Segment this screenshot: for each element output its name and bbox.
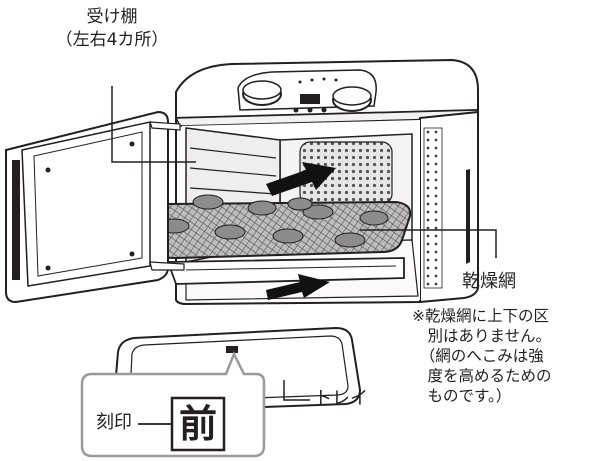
shelf-label: 受け棚 xyxy=(86,7,138,27)
net-label: 乾燥網 xyxy=(462,271,516,292)
food-piece xyxy=(287,197,313,211)
stamp-character: 前 xyxy=(178,402,217,446)
food-piece xyxy=(302,204,334,220)
door xyxy=(5,110,185,304)
stamp-callout xyxy=(80,350,266,458)
control-panel xyxy=(237,69,377,113)
engraving-mark xyxy=(226,346,238,353)
net-note: ※乾燥網に上下の区 別はありません。 （網のへこみは強 度を高めるための もので… xyxy=(412,306,597,406)
tray-label: トレイ xyxy=(314,388,368,409)
stamp-label: 刻印 xyxy=(96,412,132,433)
food-piece xyxy=(334,232,366,248)
note-line: ものです。） xyxy=(412,387,512,405)
side-handle xyxy=(466,169,470,264)
tray-leader xyxy=(283,380,310,401)
hinge xyxy=(149,261,185,271)
insert-arrows xyxy=(266,162,336,300)
food-piece xyxy=(247,200,277,216)
food-piece xyxy=(272,228,304,244)
tray-slot xyxy=(166,257,405,285)
note-line: 度を高めるための xyxy=(412,367,552,385)
display-window xyxy=(300,94,320,104)
shelf-sublabel: （左右4カ所） xyxy=(55,30,169,50)
hinge xyxy=(149,121,181,131)
note-line: ※乾燥網に上下の区 xyxy=(412,307,549,325)
food-piece xyxy=(359,210,389,226)
note-line: 別はありません。 xyxy=(412,327,552,345)
door-handle xyxy=(12,160,20,280)
food-piece xyxy=(192,194,224,210)
food-piece xyxy=(214,224,246,240)
note-line: （網のへこみは強 xyxy=(412,347,544,365)
side-vents xyxy=(423,127,443,289)
arrow-icon xyxy=(266,162,336,196)
leader-lines xyxy=(111,86,497,401)
drying-net xyxy=(146,194,412,260)
net-leader xyxy=(360,229,497,258)
shelf-leader xyxy=(111,86,196,163)
arrow-icon xyxy=(266,274,330,300)
